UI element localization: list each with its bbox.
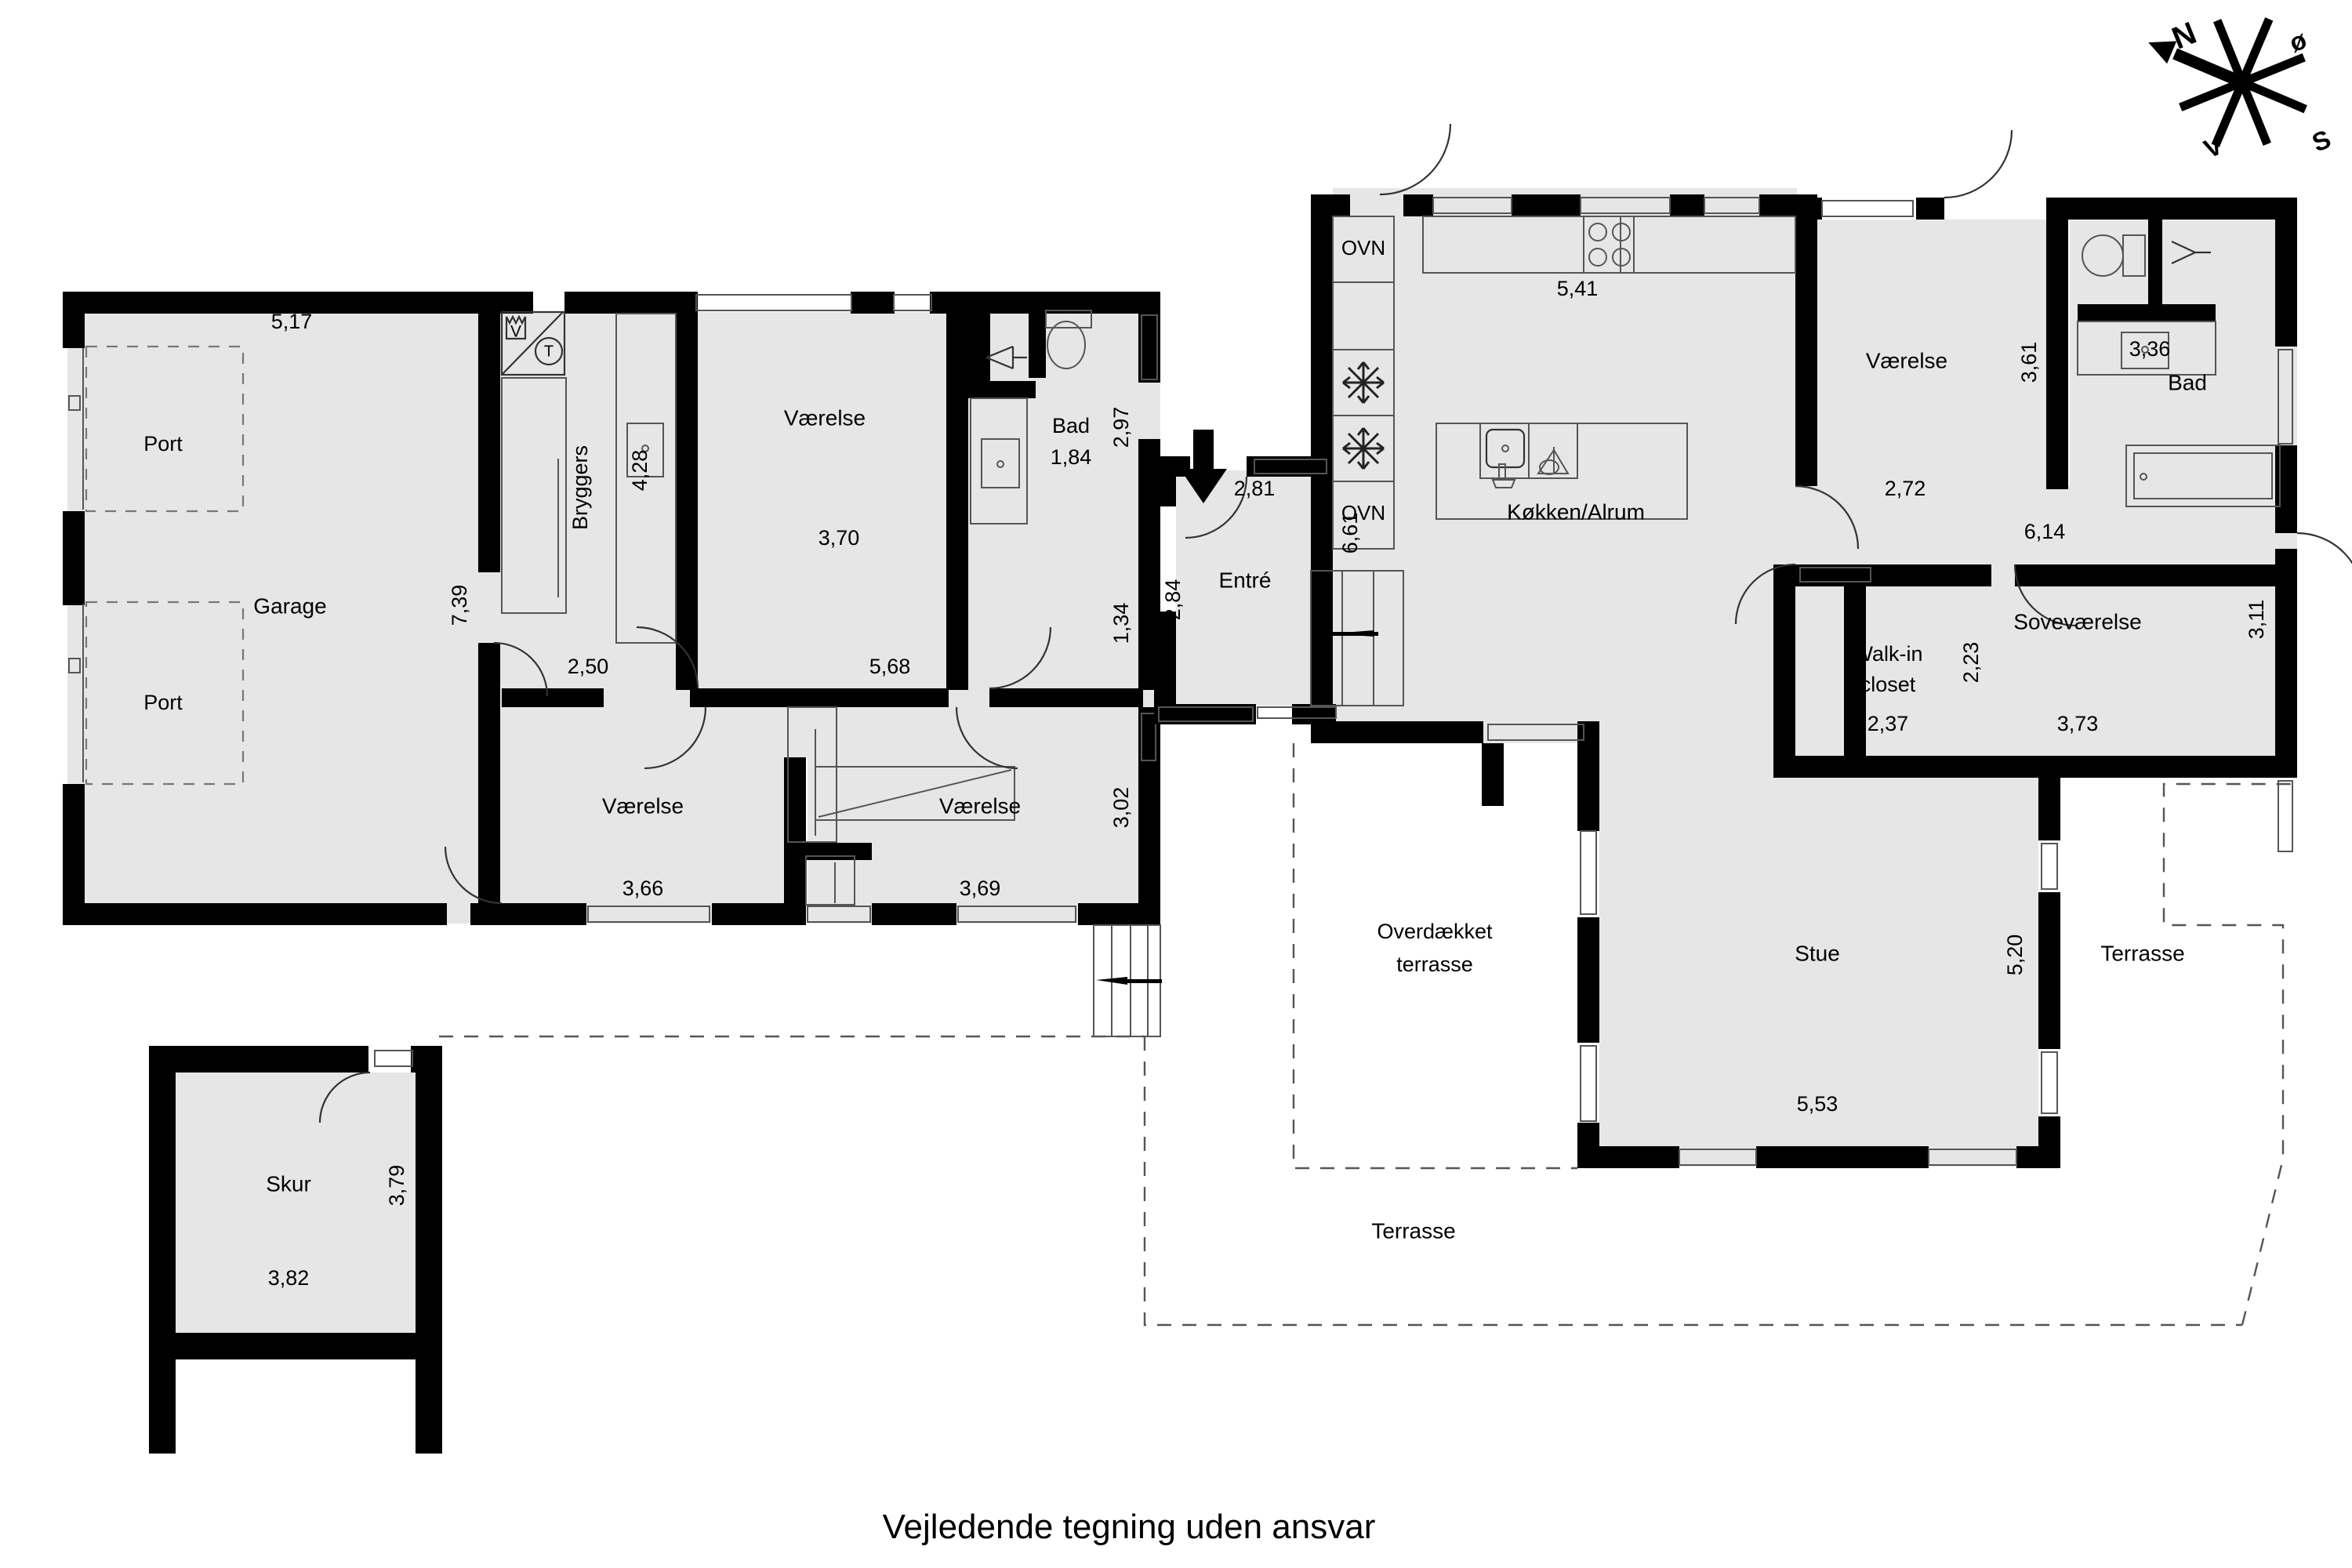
room-label-walkin-line1: Walk-in	[1853, 642, 1922, 666]
bad-big-door-arc	[2013, 564, 2077, 627]
room-label-overdaekket-l2: terrasse	[1396, 953, 1473, 976]
dim-bad-big-height: 3,61	[2017, 342, 2041, 383]
dim-vaerelse-br-width: 3,69	[960, 877, 1001, 900]
room-label-bad-big: Bad	[2168, 370, 2207, 394]
room-label-overdaekket-l1: Overdækket	[1377, 920, 1493, 943]
dim-stue-height: 5,20	[2003, 935, 2027, 976]
dim-entre-height: 2,84	[1161, 579, 1185, 621]
room-label-skur: Skur	[266, 1171, 311, 1196]
room-label-vaerelse-right: Værelse	[1866, 348, 1947, 372]
garage-door-arc	[444, 846, 503, 905]
entry-arrow-icon	[1180, 430, 1227, 503]
dim-vaerelse-right-width: 2,72	[1885, 477, 1926, 500]
compass-rose	[2148, 17, 2307, 147]
skur-group	[149, 1046, 442, 1454]
compass-east-label: ø	[2285, 24, 2311, 57]
room-label-garage: Garage	[253, 593, 326, 618]
room-label-walkin-line2: closet	[1860, 673, 1916, 696]
right-wing-walls	[1154, 194, 2297, 1168]
dim-garage-height: 7,39	[448, 585, 471, 626]
port-bottom-outline	[85, 601, 245, 786]
dim-hall-height: 1,34	[1109, 603, 1133, 644]
room-label-port-bottom: Port	[143, 691, 183, 714]
dim-kokken-height: 6,61	[1338, 513, 1362, 554]
room-label-vaerelse-br: Værelse	[939, 793, 1021, 818]
dim-hall-width: 5,68	[869, 655, 911, 678]
washer-label: V	[510, 323, 521, 341]
dim-bryggers-height: 4,28	[628, 450, 652, 492]
vaerelse-bl-door-arc	[644, 706, 707, 770]
stairs	[1310, 570, 1404, 706]
right-exterior-door-arc	[1944, 129, 2013, 199]
overdaekket-dashed	[1292, 743, 1577, 1170]
sove-exterior-door-arc	[2296, 532, 2352, 564]
dim-garage-width: 5,17	[271, 310, 313, 333]
dim-bad-small-width: 1,84	[1051, 445, 1092, 469]
vaerelse-right-hall-door-arc	[1734, 563, 1796, 625]
exterior-steps	[1093, 924, 1162, 1037]
dim-walkin-width: 2,37	[1867, 712, 1909, 735]
dim-kokken-width: 5,41	[1557, 277, 1599, 300]
dim-stue-width: 5,53	[1797, 1092, 1838, 1116]
room-label-vaerelse-bl: Værelse	[602, 793, 684, 818]
dim-vaerelse-bl-width: 3,66	[622, 877, 664, 900]
dim-sove-height: 3,11	[2245, 600, 2268, 640]
kitchen-appliance-column	[1332, 216, 1395, 550]
bryggers-door-arc	[493, 641, 549, 697]
room-label-kokken: Køkken/Alrum	[1507, 499, 1645, 524]
dim-vaerelse-br-height: 3,02	[1109, 787, 1133, 829]
vaerelse-br-door-arc	[955, 706, 1018, 770]
left-wing-details: V T	[68, 294, 1158, 923]
room-label-port-top: Port	[143, 432, 183, 456]
dim-bad-small-height: 2,97	[1109, 407, 1133, 448]
dim-skur-height: 3,79	[385, 1165, 408, 1207]
right-wing-fills	[1176, 188, 2297, 1167]
skur-door-arc	[318, 1071, 371, 1123]
port-top-outline	[85, 345, 245, 513]
dim-entre-width: 2,81	[1234, 477, 1276, 500]
room-label-bad-small: Bad	[1052, 414, 1090, 437]
oven-bottom-label: OVN	[1341, 501, 1385, 524]
room-label-sove: Soveværelse	[2013, 609, 2141, 633]
room-label-bryggers: Bryggers	[568, 445, 592, 530]
room-label-entre: Entré	[1219, 568, 1272, 592]
room-label-stue: Stue	[1795, 941, 1840, 965]
oven-top-label: OVN	[1341, 236, 1385, 260]
dim-vaerelse-top-width: 3,70	[818, 526, 860, 550]
terrace-outlines	[439, 743, 2297, 1327]
dim-skur-width: 3,82	[268, 1266, 310, 1290]
drawing-caption: Vejledende tegning uden ansvar	[883, 1508, 1376, 1546]
dim-sove-width: 3,73	[2057, 712, 2099, 735]
compass-south-label: S	[2308, 124, 2335, 158]
left-wing-fills	[67, 312, 1160, 924]
dim-bad-big-h2: 6,14	[2024, 520, 2066, 543]
room-label-terrasse-right: Terrasse	[2100, 941, 2184, 965]
left-wing-walls	[63, 292, 1160, 925]
dim-bad-big-width: 3,36	[2129, 337, 2171, 361]
room-label-vaerelse-top: Værelse	[784, 405, 866, 430]
vaerelse-right-door-arc	[1795, 485, 1860, 550]
terrasse-right-dashed	[2162, 782, 2297, 1326]
terrasse-bottom-dashed	[1143, 1036, 2242, 1327]
right-wing-details	[1158, 123, 2352, 1166]
vaerelse-top-door-arc	[636, 626, 699, 689]
dim-walkin-height: 2,23	[1959, 642, 1983, 684]
dim-bryggers-width: 2,50	[568, 655, 609, 678]
room-label-terrasse-bottom: Terrasse	[1371, 1218, 1455, 1243]
kitchen-exterior-door-arc	[1379, 123, 1452, 196]
dryer-label: T	[544, 343, 554, 360]
bad-door-arc	[989, 626, 1052, 690]
